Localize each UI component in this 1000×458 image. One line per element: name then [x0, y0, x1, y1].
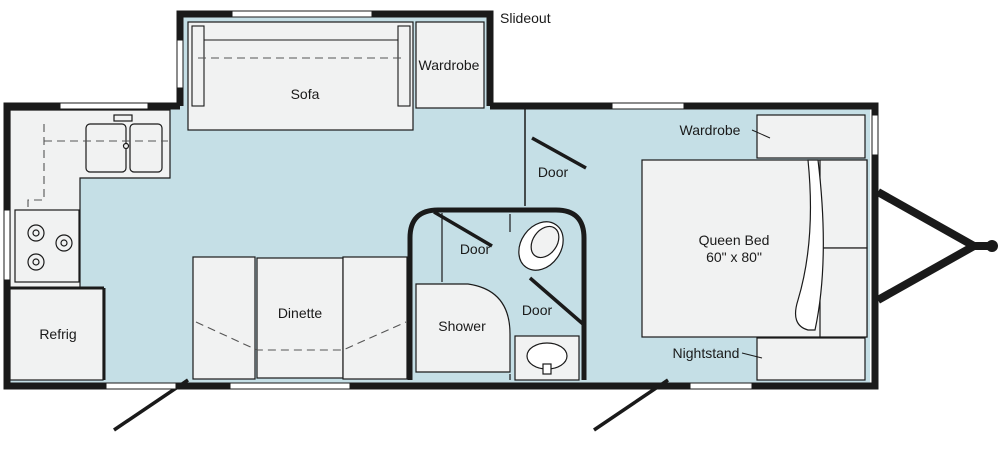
label-dinette: Dinette [278, 305, 323, 321]
bed-cover-fold [795, 159, 824, 331]
wardrobe-bedroom [756, 114, 866, 159]
leader-lines [741, 129, 771, 359]
dinette-dashed [195, 321, 407, 351]
bedroom-door [531, 136, 587, 170]
window-rear-bottom-bedroom [689, 382, 753, 390]
bed-details [795, 159, 868, 338]
label-shower: Shower [438, 318, 486, 334]
labels: Slideout Sofa Wardrobe Wardrobe Door Doo… [39, 10, 769, 361]
label-slideout: Slideout [500, 10, 551, 26]
label-wardrobe-bedroom: Wardrobe [680, 122, 741, 138]
label-refrig: Refrig [39, 326, 76, 342]
label-queen-bed: Queen Bed [699, 232, 770, 248]
windows [3, 10, 879, 390]
label-nightstand: Nightstand [673, 345, 740, 361]
label-door-bedroom: Door [538, 164, 569, 180]
dinette-bench-right [342, 256, 408, 380]
hitch-coupler [986, 240, 998, 252]
window-rear-bottom-left [105, 382, 177, 390]
label-sofa: Sofa [291, 86, 320, 102]
window-slideout-left [176, 39, 184, 89]
faucet [113, 114, 133, 122]
window-front-left [3, 209, 11, 281]
window-rear-bottom-dinette [229, 382, 351, 390]
bath-enclosure [407, 207, 587, 380]
bath-details [518, 221, 568, 375]
shower [415, 283, 511, 373]
bath-door-lower [528, 276, 585, 326]
label-wardrobe-slideout: Wardrobe [419, 57, 480, 73]
galley-details [14, 114, 163, 283]
nightstand [756, 337, 866, 381]
galley-dashed [27, 124, 168, 208]
bath-door-upper [433, 210, 493, 248]
label-door-bath-lower: Door [522, 302, 553, 318]
label-door-bath-left: Door [460, 241, 491, 257]
interior-walls [10, 108, 587, 380]
kitchen-sink-left [85, 123, 127, 173]
pillow-bottom [819, 247, 868, 338]
sofa [187, 21, 414, 131]
kitchen-sink-right [129, 123, 163, 173]
window-front-top [59, 102, 149, 110]
doors [113, 136, 669, 432]
window-rear-right [871, 114, 879, 156]
pillow-top [819, 159, 868, 249]
window-bedroom-top [611, 102, 685, 110]
window-slideout-top [231, 10, 373, 18]
trailer-hitch [876, 188, 990, 304]
label-queen-bed-size: 60" x 80" [706, 249, 762, 265]
wardrobe-slideout [415, 21, 485, 109]
dinette-bench-left [192, 256, 256, 380]
sofa-details [191, 25, 411, 107]
